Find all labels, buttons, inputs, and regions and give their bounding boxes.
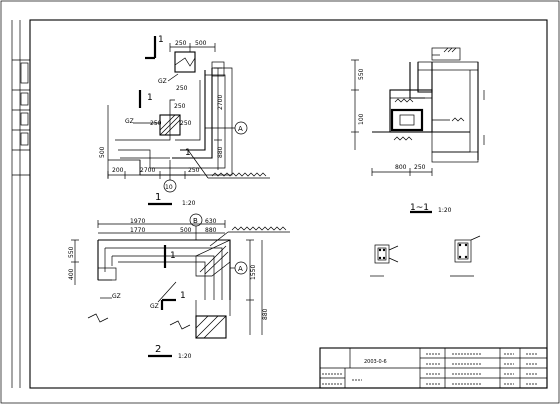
- d2-gz-label-1: GZ: [112, 293, 121, 300]
- d2-top-dim-4: 500: [180, 227, 192, 234]
- column-detail-1: [370, 244, 399, 277]
- d1-axis-a: A: [238, 125, 243, 133]
- d1-top-dim-2: 500: [195, 40, 207, 47]
- d2-axis-a: A: [238, 265, 243, 273]
- d1-right-dim-2: 880: [217, 146, 224, 158]
- detail-2: B 1970 630 1770 500 880: [68, 213, 290, 360]
- d2-section-mark-top: 1: [170, 251, 176, 261]
- section-dim-bottom-2: 250: [414, 164, 426, 171]
- d2-scale: 1:20: [178, 353, 192, 360]
- detail-1: 250 500 1 GZ 250 250 250 250 GZ: [99, 35, 270, 207]
- section-dim-bottom-1: 800: [395, 164, 407, 171]
- d1-section-mark-top: 1: [158, 35, 164, 45]
- d2-top-dim-3: 1770: [130, 227, 145, 234]
- d2-section-mark-bottom: 1: [180, 291, 186, 301]
- d1-dim-mid-4: 250: [180, 120, 192, 127]
- section-dim-left-1: 550: [358, 68, 365, 80]
- section-label: 1~1: [410, 203, 429, 213]
- d2-left-dim-2: 400: [68, 268, 75, 280]
- title-drawing-no: 2003-0-6: [364, 359, 387, 365]
- column-detail-2: [450, 235, 481, 277]
- d1-bottom-dim-3: 250: [188, 167, 200, 174]
- d1-left-dim: 500: [99, 146, 106, 158]
- d2-right-dim-2: 880: [262, 308, 269, 320]
- d1-title-mark: 1: [155, 192, 161, 203]
- d2-left-dim-1: 550: [68, 246, 75, 258]
- d1-section-mark-mid: 1: [147, 93, 153, 103]
- title-block: 2003-0-6: [319, 347, 548, 389]
- d2-right-dim-1: 1550: [250, 265, 257, 280]
- d1-dim-mid-1: 250: [176, 85, 188, 92]
- d2-top-dim-5: 880: [205, 227, 217, 234]
- d1-right-dim-1: 2700: [217, 95, 224, 110]
- d1-dim-mid-3: 250: [150, 120, 162, 127]
- d1-bottom-dim-2: 2700: [140, 167, 155, 174]
- d2-top-dim-2: 630: [205, 218, 217, 225]
- d1-dim-mid-2: 250: [174, 103, 186, 110]
- d2-title-mark: 2: [155, 344, 161, 355]
- d2-gz-label-2: GZ: [150, 303, 159, 310]
- d1-bottom-dim-1: 200: [112, 167, 124, 174]
- left-title-strip: [11, 20, 30, 388]
- d2-top-dim-1: 1970: [130, 218, 145, 225]
- section-dim-left-2: 100: [358, 113, 365, 125]
- d1-top-dim-1: 250: [175, 40, 187, 47]
- d1-gz-label-2: GZ: [125, 118, 134, 125]
- d1-gz-label-1: GZ: [158, 78, 167, 85]
- section-scale: 1:20: [438, 207, 452, 214]
- d1-scale: 1:20: [182, 200, 196, 207]
- d2-axis-b: B: [193, 217, 198, 225]
- section-1-1: 550 100 800 250 1~1 1:20: [351, 47, 485, 214]
- d1-axis-10: 10: [165, 184, 173, 191]
- inner-border: [29, 19, 548, 389]
- d1-section-mark-bottom: 1: [185, 148, 191, 158]
